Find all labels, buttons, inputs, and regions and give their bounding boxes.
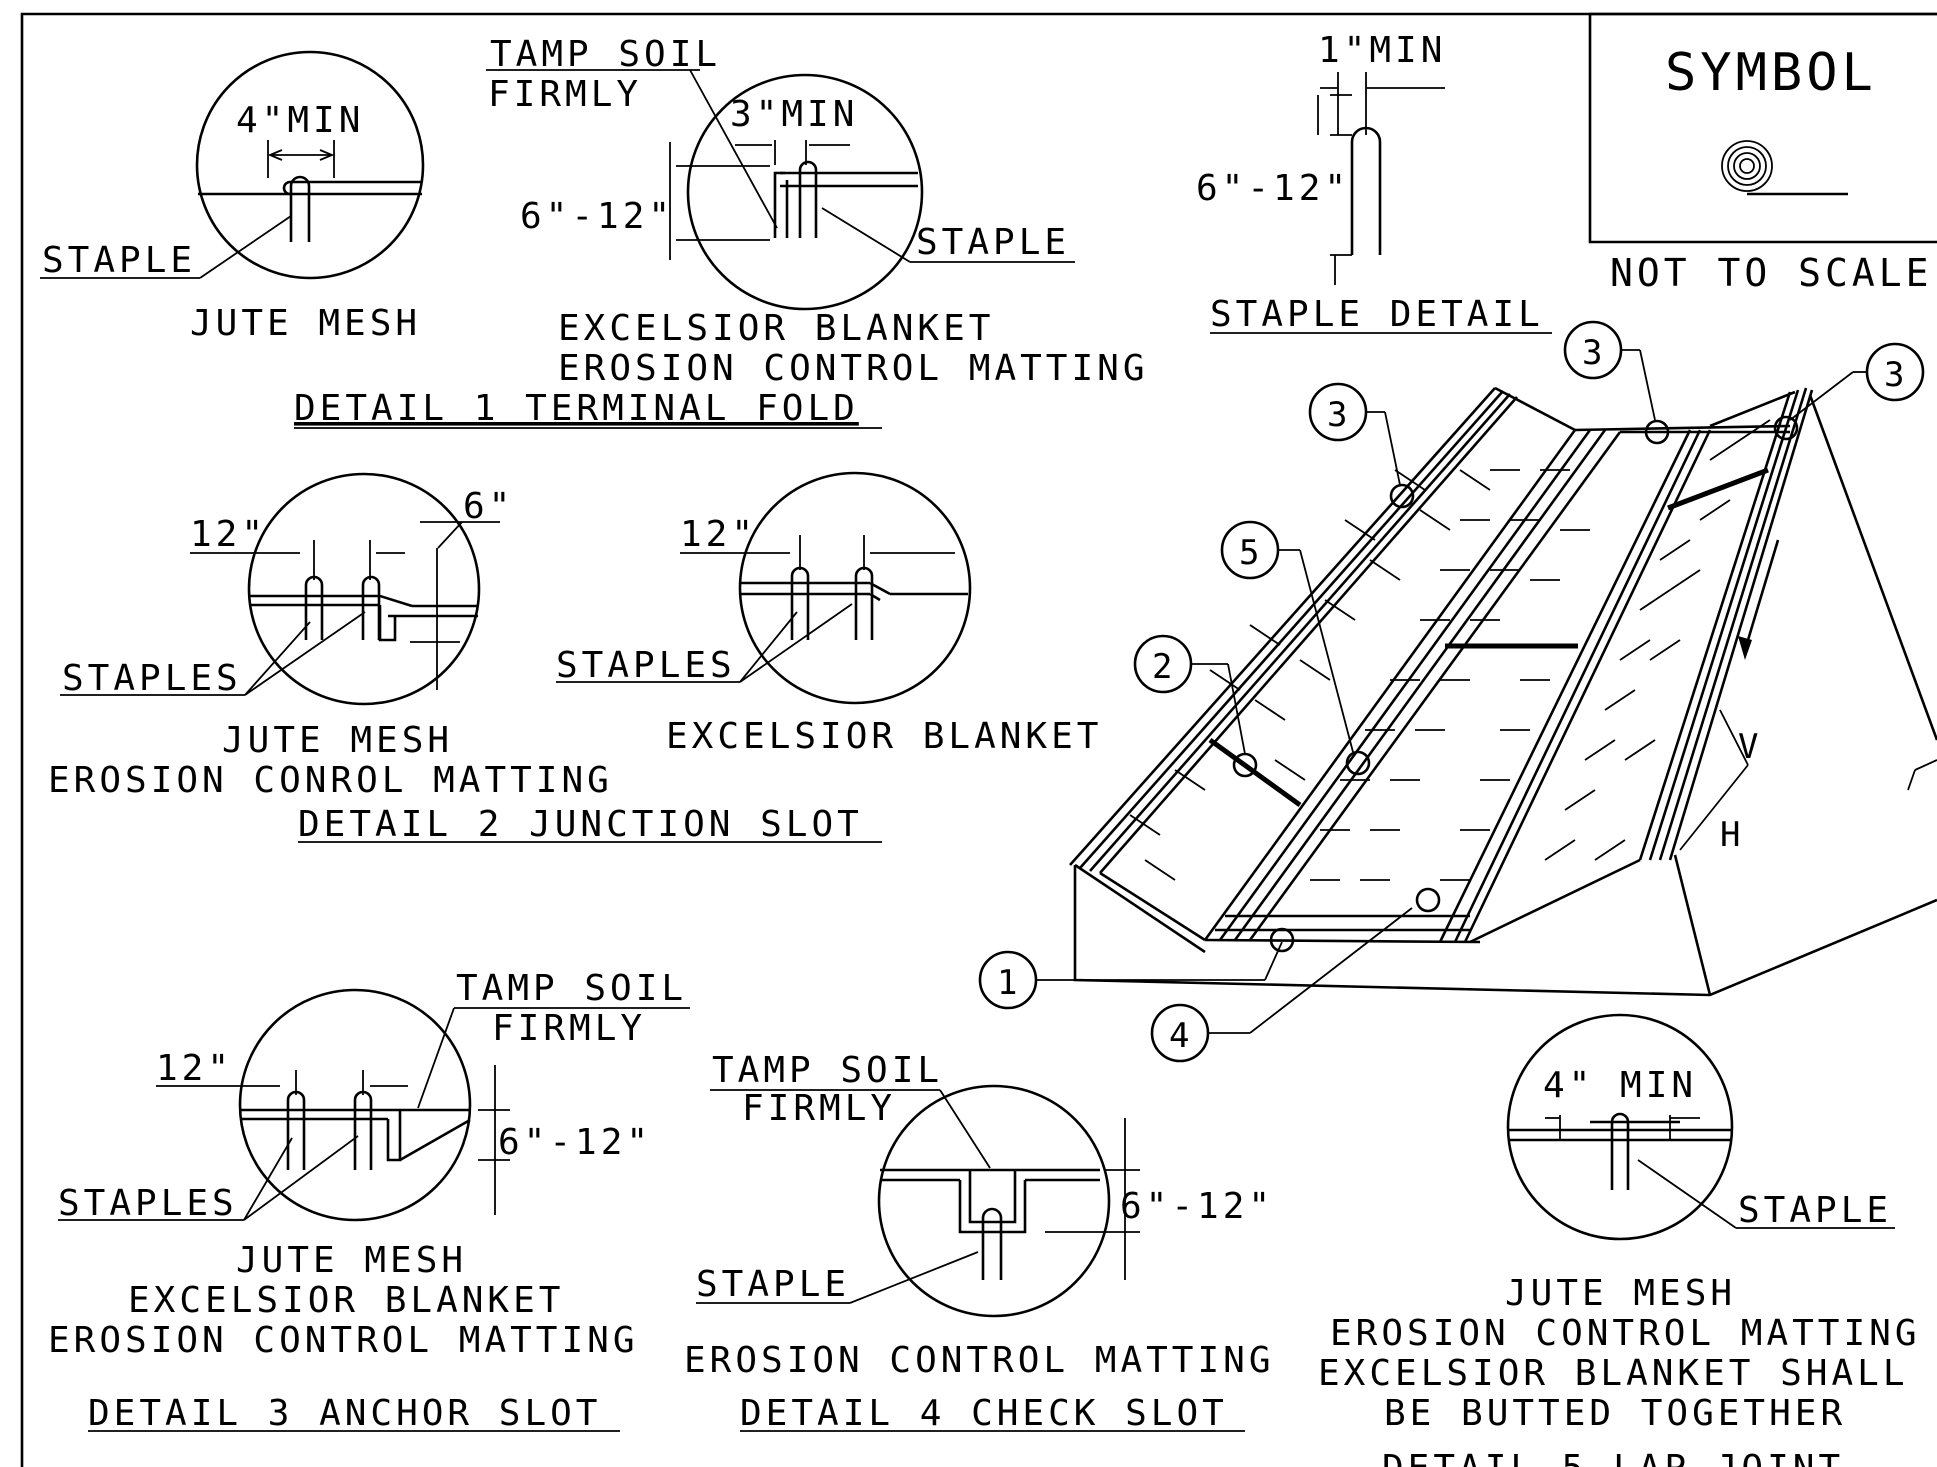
- callout-3b-label: 3: [1582, 333, 1606, 373]
- detail2-jute-spacing: 12": [190, 514, 267, 555]
- sheet-border: [20, 12, 1937, 1467]
- symbol-title: SYMBOL: [1665, 43, 1877, 103]
- detail2-excelsior-caption: EXCELSIOR BLANKET: [666, 716, 1102, 757]
- detail2-excelsior-view: [556, 471, 972, 705]
- detail1-tamp-soil: TAMP SOIL: [490, 34, 721, 75]
- detail5-lap-joint-view: [1506, 1013, 1895, 1241]
- detail3-depth: 6"-12": [498, 1122, 652, 1163]
- slope-isometric-view: [1069, 386, 1937, 997]
- staple-detail-drawing: [1317, 72, 1445, 285]
- detail3-caption-3: EROSION CONTROL MATTING: [48, 1320, 639, 1361]
- detail4-title: DETAIL 4 CHECK SLOT: [740, 1393, 1228, 1434]
- not-to-scale-note: NOT TO SCALE: [1610, 251, 1933, 295]
- detail5-caption-2: EROSION CONTROL MATTING: [1330, 1313, 1921, 1354]
- detail4-caption: EROSION CONTROL MATTING: [684, 1340, 1275, 1381]
- callout-3c-label: 3: [1884, 355, 1908, 395]
- detail3-spacing: 12": [156, 1048, 233, 1089]
- staple-detail-caption: STAPLE DETAIL: [1210, 294, 1544, 335]
- detail4-check-view: [696, 1084, 1140, 1318]
- detail5-title: DETAIL 5 LAP JOINT: [1382, 1448, 1844, 1467]
- callout-1-label: 1: [997, 963, 1021, 1003]
- detail2-jute-depth: 6": [463, 486, 514, 527]
- detail2-jute-staples: STAPLES: [62, 658, 242, 699]
- callout-4-label: 4: [1169, 1016, 1193, 1056]
- detail2-jute-view: [60, 472, 500, 706]
- callout-4: [1150, 887, 1441, 1063]
- detail4-depth: 6"-12": [1120, 1186, 1274, 1227]
- matting-dash-pattern: [1129, 419, 1771, 881]
- detail4-tamp-soil: TAMP SOIL: [712, 1050, 943, 1091]
- detail3-title: DETAIL 3 ANCHOR SLOT: [88, 1393, 601, 1434]
- detail5-caption-3: EXCELSIOR BLANKET SHALL: [1318, 1353, 1909, 1394]
- detail1-title: DETAIL 1 TERMINAL FOLD: [294, 388, 859, 429]
- detail1-jute-caption: JUTE MESH: [190, 303, 421, 344]
- detail4-staple: STAPLE: [696, 1264, 850, 1305]
- callout-3a: [1308, 382, 1415, 509]
- detail1-excelsior-caption-1: EXCELSIOR BLANKET: [558, 308, 994, 349]
- staple-detail-min-dim: 1"MIN: [1318, 30, 1446, 71]
- symbol-box: SYMBOL: [1588, 12, 1937, 244]
- detail5-staple: STAPLE: [1738, 1190, 1892, 1231]
- detail4-firmly: FIRMLY: [742, 1088, 896, 1129]
- detail1-jute-staple-label: STAPLE: [42, 240, 196, 281]
- detail2-jute-caption-2: EROSION CONROL MATTING: [48, 760, 613, 801]
- detail5-caption-4: BE BUTTED TOGETHER: [1384, 1393, 1846, 1434]
- detail1-firmly: FIRMLY: [488, 74, 642, 115]
- callout-2: [1133, 634, 1258, 778]
- callout-2-label: 2: [1152, 647, 1176, 687]
- callout-5: [1220, 520, 1371, 776]
- detail1-excelsior-staple-label: STAPLE: [916, 222, 1070, 263]
- detail2-excelsior-staples: STAPLES: [556, 645, 736, 686]
- detail1-excelsior-caption-2: EROSION CONTROL MATTING: [558, 348, 1149, 389]
- detail1-jute-mesh-view: [40, 50, 425, 280]
- detail2-jute-caption-1: JUTE MESH: [222, 720, 453, 761]
- detail2-title: DETAIL 2 JUNCTION SLOT: [298, 804, 863, 845]
- callout-5-label: 5: [1239, 533, 1263, 573]
- detail3-staples: STAPLES: [58, 1183, 238, 1224]
- detail3-tamp-soil: TAMP SOIL: [456, 968, 687, 1009]
- detail5-min-dim: 4" MIN: [1543, 1065, 1697, 1106]
- detail1-jute-min-dim: 4"MIN: [236, 100, 364, 141]
- slope-v-label: V: [1738, 727, 1762, 767]
- callout-3b: [1563, 320, 1670, 445]
- detail1-depth-dim: 6"-12": [520, 196, 674, 237]
- staple-detail-length-dim: 6"-12": [1196, 168, 1350, 209]
- detail5-caption-1: JUTE MESH: [1505, 1273, 1736, 1314]
- callout-3c: [1773, 342, 1925, 441]
- callout-3a-label: 3: [1327, 395, 1351, 435]
- detail3-firmly: FIRMLY: [492, 1008, 646, 1049]
- detail1-excelsior-view: [486, 69, 1075, 311]
- erosion-roll-symbol-icon: [1721, 140, 1848, 196]
- detail3-anchor-view: [58, 988, 690, 1222]
- slope-h-label: H: [1720, 815, 1744, 855]
- detail3-caption-2: EXCELSIOR BLANKET: [128, 1280, 564, 1321]
- detail1-excelsior-min-dim: 3"MIN: [730, 94, 858, 135]
- detail2-excelsior-spacing: 12": [680, 514, 757, 555]
- callout-1: [978, 927, 1295, 1010]
- detail3-caption-1: JUTE MESH: [236, 1240, 467, 1281]
